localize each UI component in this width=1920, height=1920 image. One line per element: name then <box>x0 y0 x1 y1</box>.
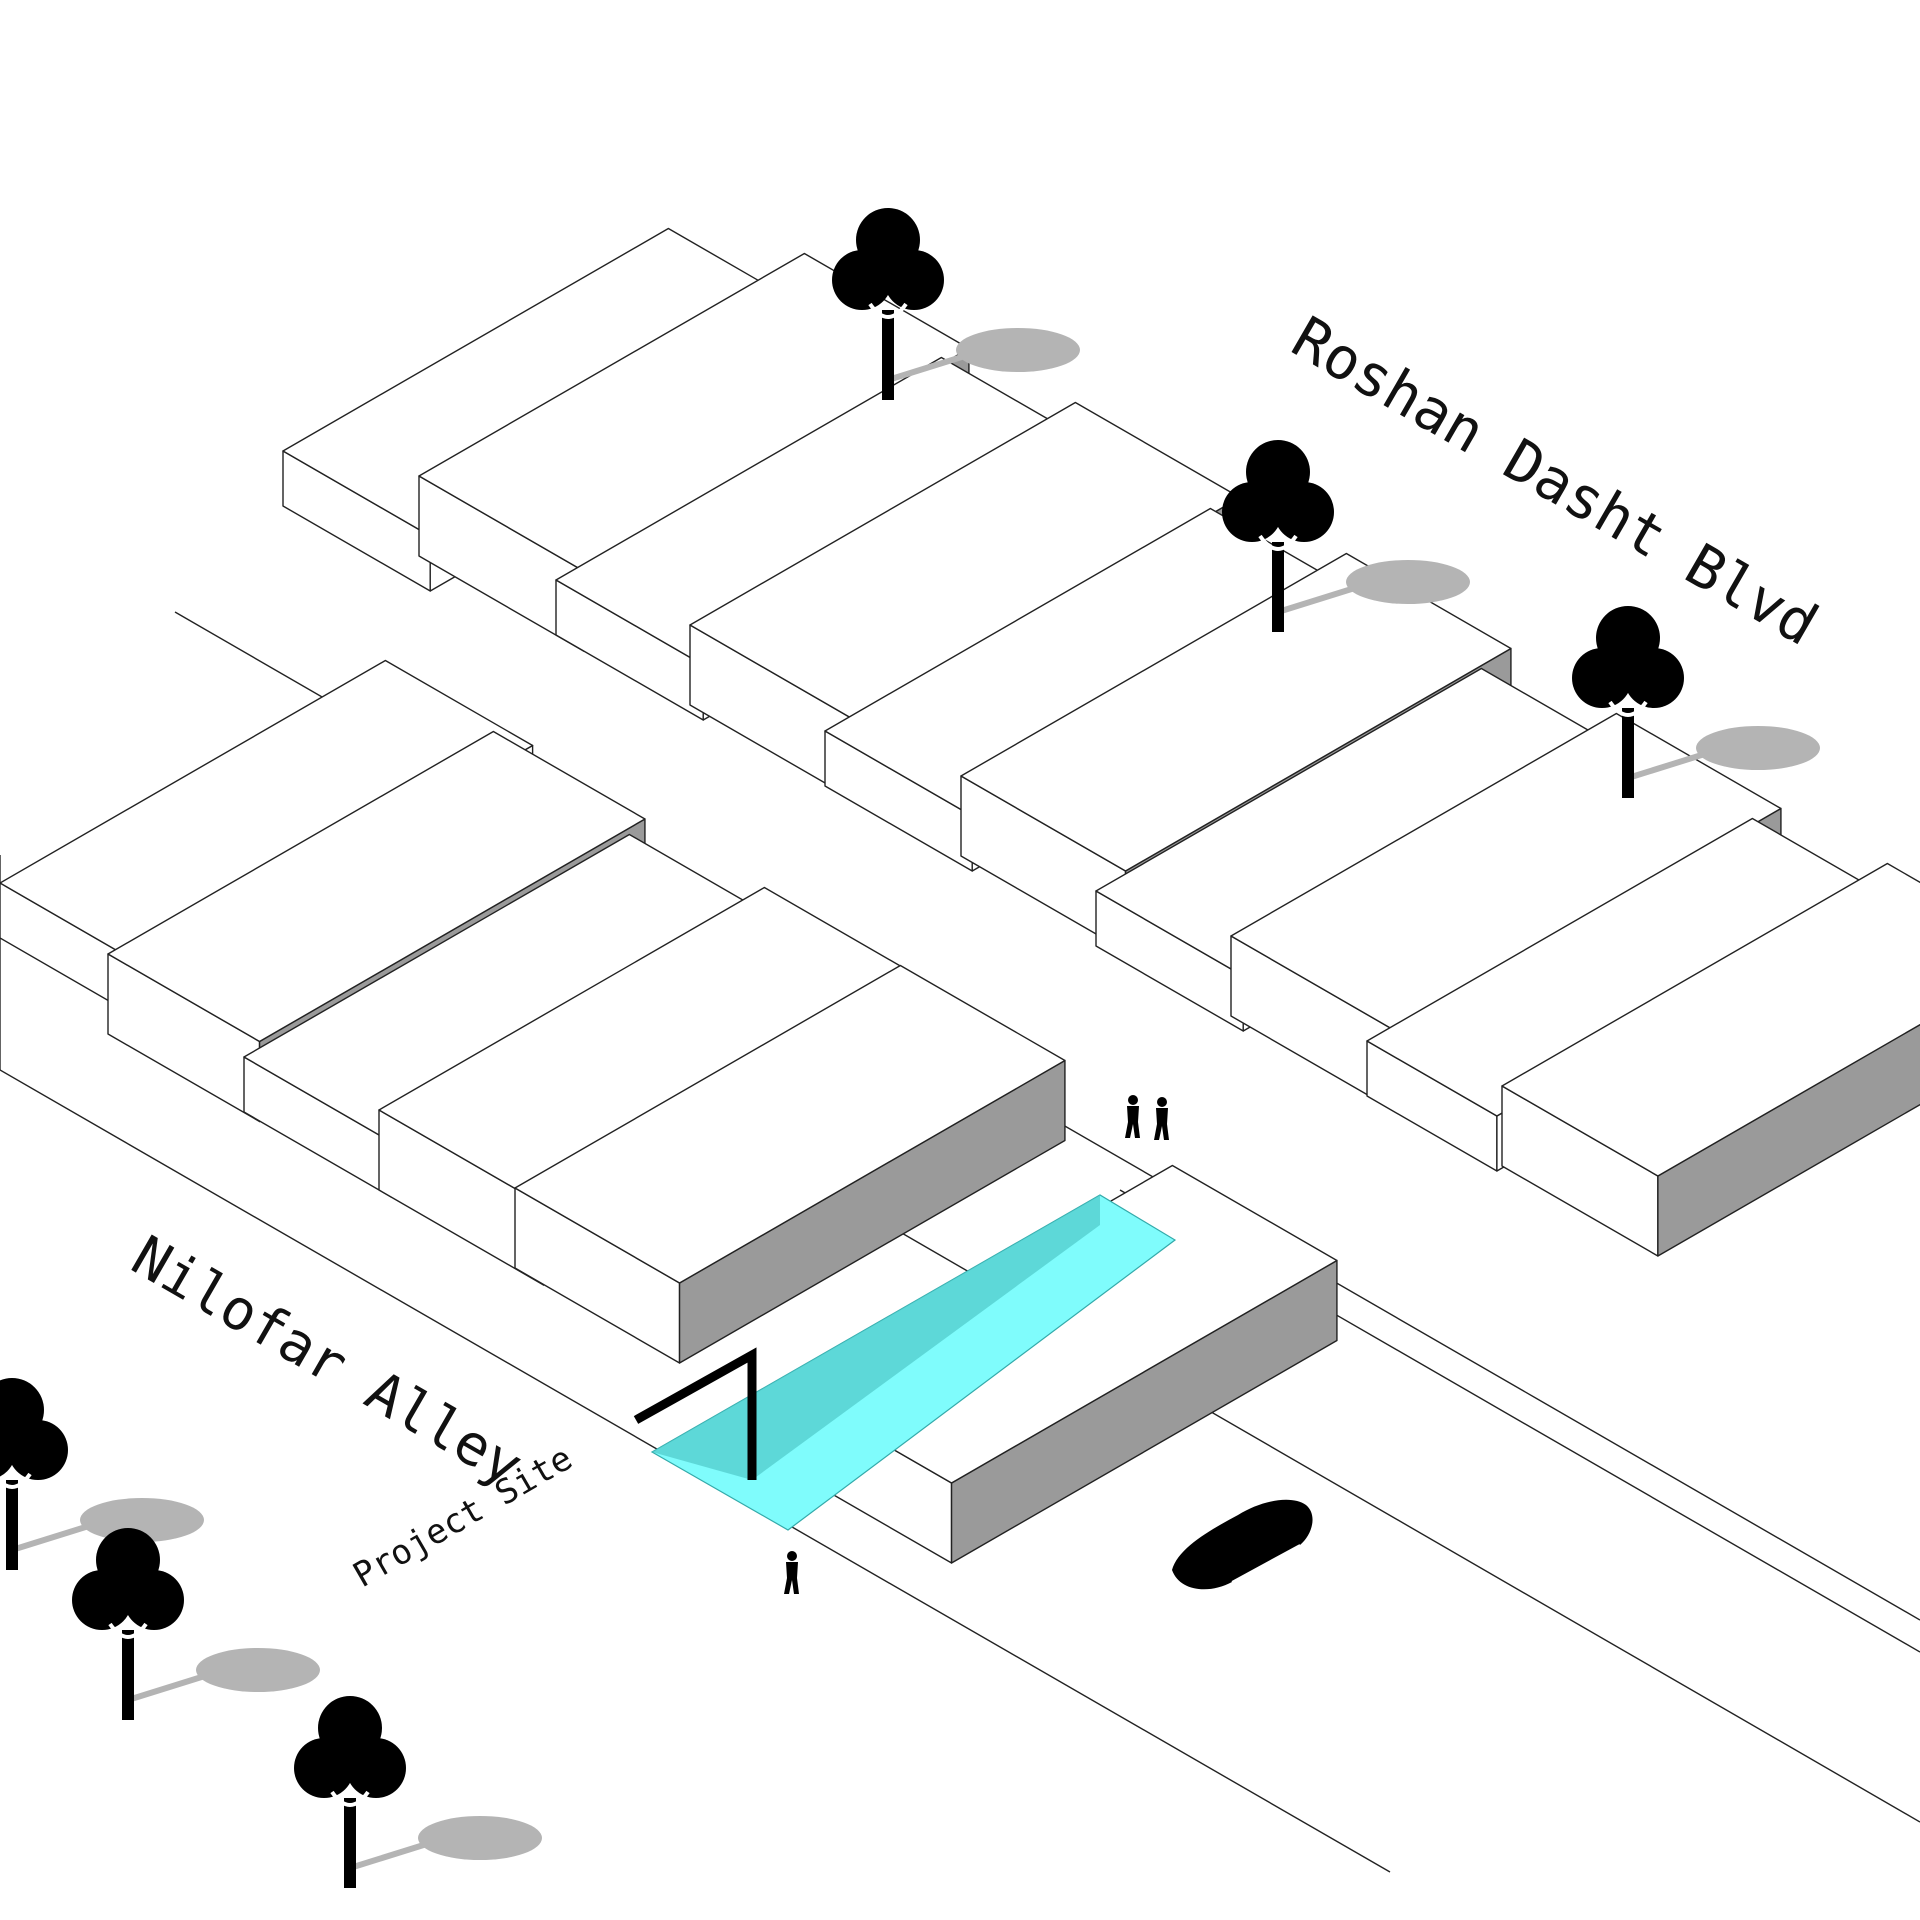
tree-canopy-left <box>832 250 892 310</box>
tree-trunk <box>882 310 894 400</box>
trees <box>0 208 1820 1888</box>
tree-shadow-blob <box>956 328 1080 372</box>
tree-shadow-icon <box>887 328 1080 383</box>
car-body <box>1172 1499 1313 1590</box>
tree-trunk <box>1622 708 1634 798</box>
tree-shadow-icon <box>11 1498 204 1553</box>
person-head <box>1157 1097 1167 1107</box>
tree-trunk <box>6 1480 18 1570</box>
tree-shadow-blob <box>80 1498 204 1542</box>
tree-trunk <box>1272 542 1284 632</box>
tree-shadow-icon <box>1627 726 1820 781</box>
tree-shadow-trunk <box>1277 584 1359 615</box>
person-head <box>1128 1095 1138 1105</box>
person-icon <box>784 1551 799 1594</box>
building-block-a10 <box>1501 862 1920 1257</box>
car-icon <box>1172 1499 1313 1590</box>
tree-shadow-trunk <box>1627 750 1709 781</box>
tree-canopy-right <box>346 1738 406 1798</box>
block-roof <box>107 730 646 1043</box>
building-blocks <box>0 227 1920 1564</box>
tree-shadow-icon <box>127 1648 320 1703</box>
tree-shadow-blob <box>1696 726 1820 770</box>
block-roof <box>0 659 534 969</box>
person-body <box>1125 1106 1140 1138</box>
tree-shadow-trunk <box>11 1522 93 1553</box>
tree-trunk-fork <box>1258 534 1298 551</box>
tree-shadow-trunk <box>127 1672 209 1703</box>
tree-shadow-blob <box>1346 560 1470 604</box>
tree-shadow-blob <box>196 1648 320 1692</box>
tree-shadow-trunk <box>349 1840 431 1871</box>
tree-canopy-right <box>124 1570 184 1630</box>
tree-canopy-right <box>884 250 944 310</box>
people-and-car <box>784 1095 1313 1594</box>
block-roof <box>1501 862 1920 1177</box>
tree-canopy-right <box>8 1420 68 1480</box>
tree-icon <box>294 1696 542 1888</box>
tree-shadow-trunk <box>887 352 969 383</box>
building-block-b5 <box>514 964 1066 1364</box>
tree-canopy-left <box>1222 482 1282 542</box>
tree-icon <box>1222 440 1470 632</box>
site-marker-bracket <box>633 1347 757 1480</box>
tree-shadow-blob <box>418 1816 542 1860</box>
tree-trunk-fork <box>330 1790 370 1807</box>
tree-trunk-fork <box>868 302 908 319</box>
tree-icon <box>0 1378 204 1570</box>
nilofar-alley-label: Nilofar Alley <box>121 1224 533 1499</box>
tree-canopy-left <box>72 1570 132 1630</box>
tree-trunk-fork <box>108 1622 148 1639</box>
tree-icon <box>72 1528 320 1720</box>
tree-trunk <box>122 1630 134 1720</box>
tree-icon <box>1572 606 1820 798</box>
tree-canopy-left <box>1572 648 1632 708</box>
block-roof <box>514 964 1066 1284</box>
person-body <box>784 1562 799 1594</box>
car-door-line <box>1231 1544 1301 1583</box>
tree-trunk-fork <box>1608 700 1648 717</box>
project-site-plot <box>633 1194 1177 1531</box>
tree-trunk-fork <box>0 1472 32 1489</box>
site-plot-shade <box>652 1195 1100 1480</box>
tree-shadow-icon <box>1277 560 1470 615</box>
tree-canopy-right <box>1274 482 1334 542</box>
tree-canopy-left <box>294 1738 354 1798</box>
person-icon <box>1154 1097 1169 1140</box>
block-roof <box>1230 712 1782 1032</box>
person-body <box>1154 1108 1169 1140</box>
person-icon <box>1125 1095 1140 1138</box>
tree-trunk <box>344 1798 356 1888</box>
tree-icon <box>832 208 1080 400</box>
tree-canopy-right <box>1624 648 1684 708</box>
person-head <box>787 1551 797 1561</box>
block-side-face <box>1657 1023 1920 1257</box>
tree-shadow-icon <box>349 1816 542 1871</box>
block-roof <box>960 552 1512 872</box>
